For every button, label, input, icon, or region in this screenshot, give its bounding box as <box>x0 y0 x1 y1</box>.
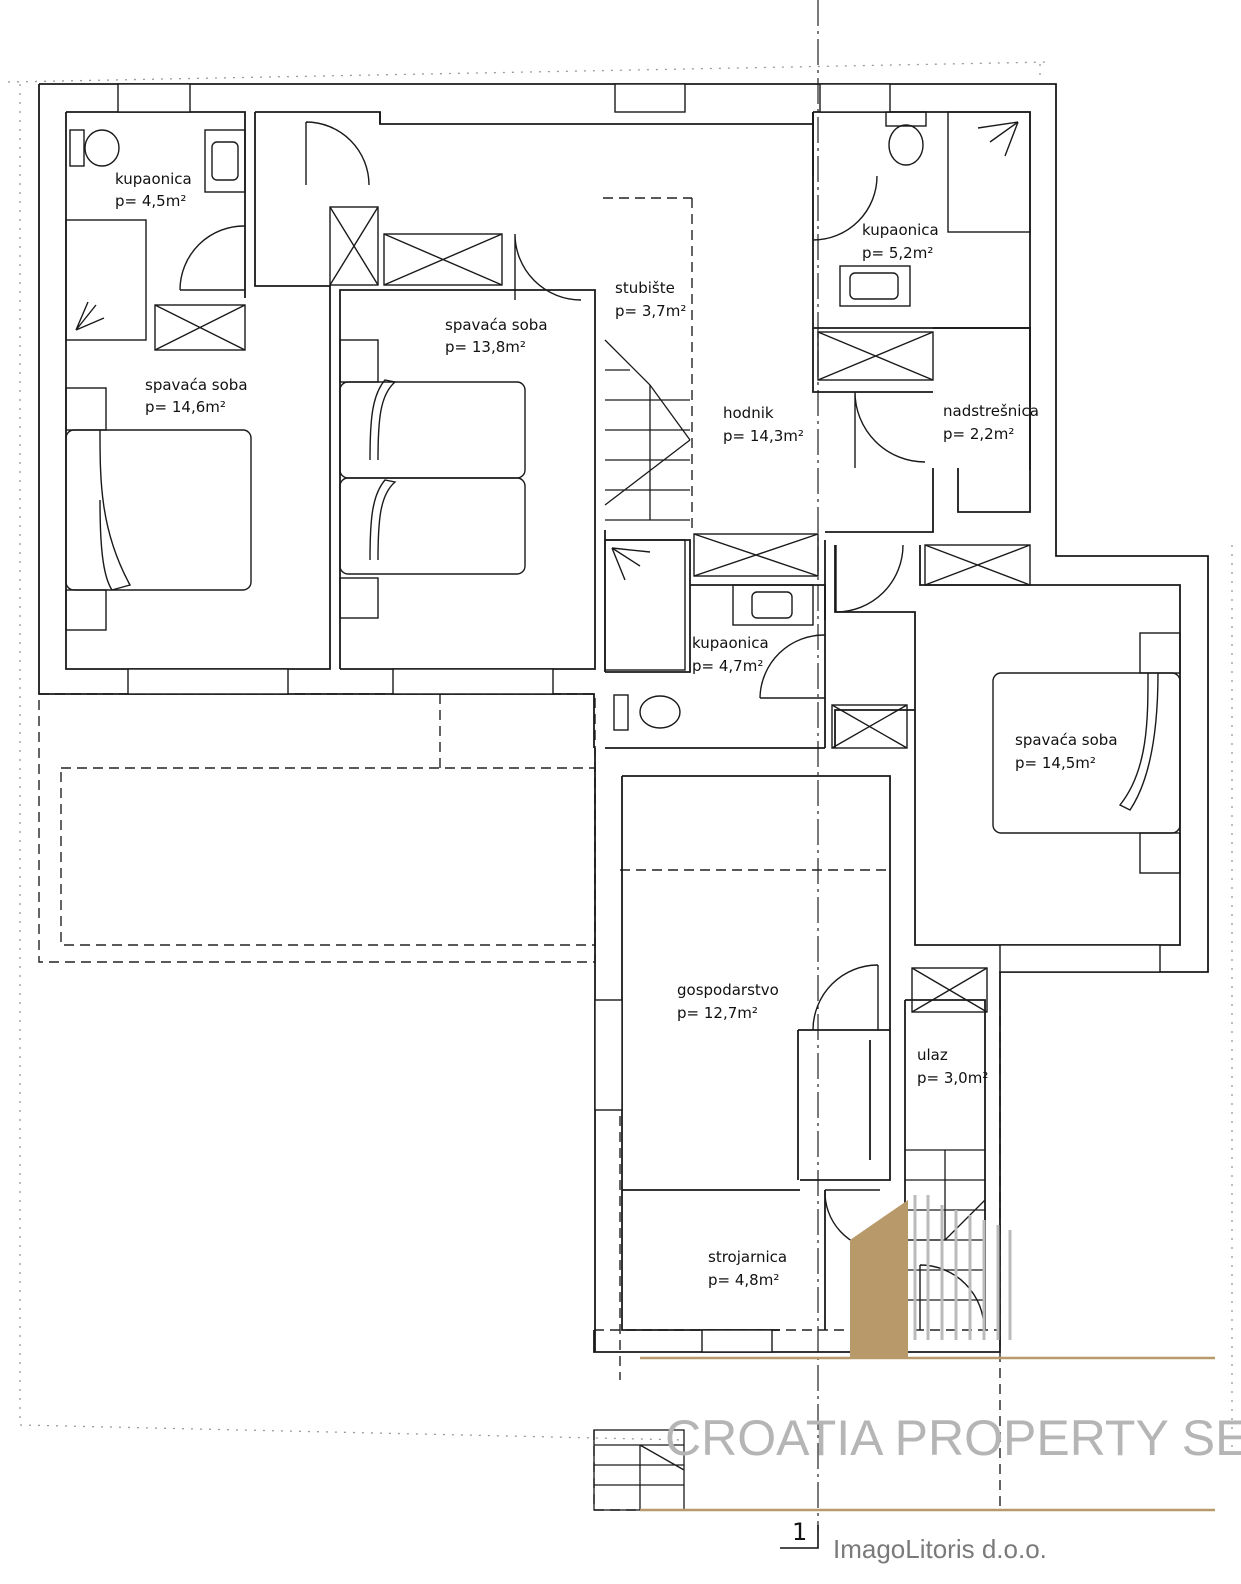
windows <box>117 83 1161 1353</box>
room-area-machine: p= 4,8m² <box>708 1271 779 1289</box>
room-name-stairs: stubište <box>615 279 675 297</box>
room-area-bed3: p= 14,5m² <box>1015 754 1096 772</box>
room-name-utility: gospodarstvo <box>677 981 779 999</box>
room-area-bed1: p= 14,6m² <box>145 398 226 416</box>
doors <box>179 121 985 1331</box>
room-name-canopy: nadstrešnica <box>943 402 1039 420</box>
sanitary <box>65 111 1031 731</box>
room-area-canopy: p= 2,2m² <box>943 425 1014 443</box>
room-name-bath1: kupaonica <box>115 170 192 188</box>
room-area-entrance: p= 3,0m² <box>917 1069 988 1087</box>
room-name-entrance: ulaz <box>917 1046 948 1064</box>
section-marker: 1 <box>780 1518 819 1549</box>
room-area-bath1: p= 4,5m² <box>115 192 186 210</box>
room-area-bed2: p= 13,8m² <box>445 338 526 356</box>
room-name-bath3: kupaonica <box>692 634 769 652</box>
room-name-bed3: spavaća soba <box>1015 731 1118 749</box>
room-area-hall: p= 14,3m² <box>723 427 804 445</box>
site-boundary <box>7 61 1233 1450</box>
room-area-utility: p= 12,7m² <box>677 1004 758 1022</box>
watermark-main: CROATIA PROPERTY SERVICE <box>665 1410 1241 1466</box>
section-marker-label: 1 <box>792 1518 807 1546</box>
railing <box>913 1195 1012 1340</box>
room-area-bath2: p= 5,2m² <box>862 244 933 262</box>
watermark-sub: ImagoLitoris d.o.o. <box>833 1534 1047 1564</box>
room-area-bath3: p= 4,7m² <box>692 657 763 675</box>
room-name-bath2: kupaonica <box>862 221 939 239</box>
accent-shape <box>850 1200 908 1358</box>
room-name-bed2: spavaća soba <box>445 316 548 334</box>
room-name-bed1: spavaća soba <box>145 376 248 394</box>
room-name-hall: hodnik <box>723 404 774 422</box>
beds <box>65 339 1181 874</box>
room-name-machine: strojarnica <box>708 1248 787 1266</box>
room-area-stairs: p= 3,7m² <box>615 302 686 320</box>
stair-treads <box>593 339 986 1511</box>
room-labels: kupaonica p= 4,5m² spavaća soba p= 14,6m… <box>115 170 1118 1289</box>
closets <box>154 206 1031 1013</box>
